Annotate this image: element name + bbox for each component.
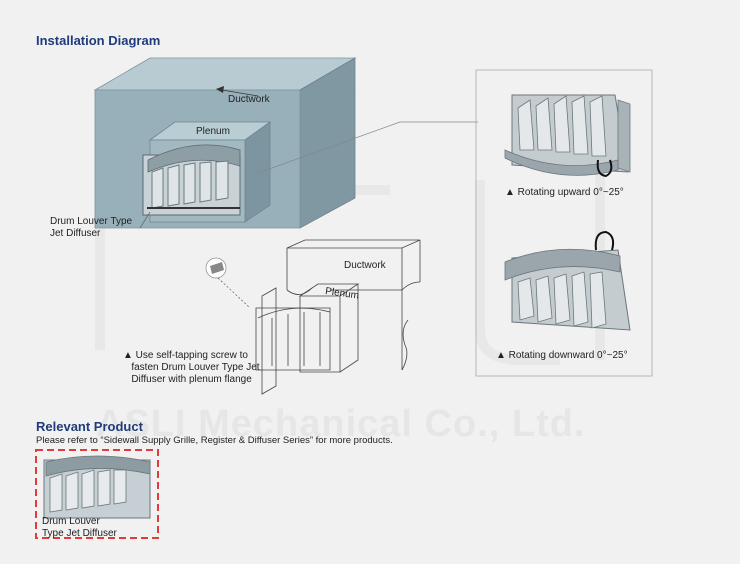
relevant-product-subtitle: Please refer to “Sidewall Supply Grille,… [36,435,393,446]
diffuser-rotating-downward [504,230,631,331]
diffuser-rotating-upward [504,94,631,178]
rotation-detail-frame [475,69,653,377]
drum-louver-diffuser-lower [255,287,331,395]
drum-louver-diffuser-label: Drum Louver Type Jet Diffuser [50,216,133,239]
rotating-upward-label: ▲ Rotating upward 0°~25° [505,187,624,198]
installation-diagram-title: Installation Diagram [36,33,161,48]
relevant-product-image[interactable] [43,455,151,519]
rotating-downward-label: ▲ Rotating downward 0°~25° [496,350,628,361]
drum-louver-diffuser-top [142,144,241,216]
plenum-lower [298,283,360,373]
screw-icon [205,257,251,309]
relevant-product-label[interactable]: Drum Louver Type Jet Diffuser [42,516,117,539]
relevant-product-frame [35,449,159,539]
ductwork-lower [286,239,421,371]
screw-instruction-note: ▲ Use self-tapping screw to fasten Drum … [123,350,260,385]
company-watermark: ASLI Mechanical Co., Ltd. [96,403,586,445]
relevant-product-title: Relevant Product [36,419,143,434]
ductwork-lower-label: Ductwork [344,260,386,271]
leader-line-detail [257,121,478,174]
plenum-top-label: Plenum [196,126,230,137]
leader-line-diffuser [139,211,151,229]
ductwork-top-label: Ductwork [228,94,270,105]
